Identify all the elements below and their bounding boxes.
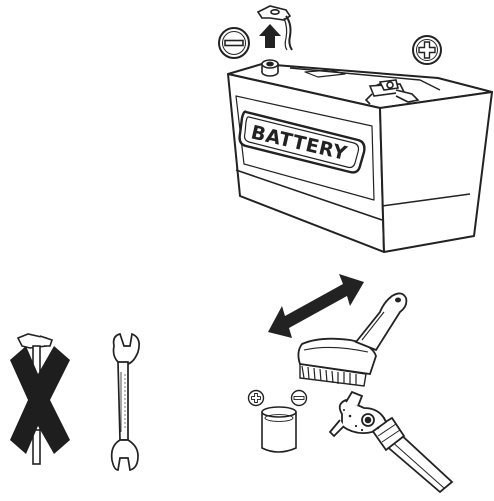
- double-arrow-icon: [268, 274, 364, 338]
- up-arrow-icon: [259, 24, 281, 48]
- cup-icon: [262, 407, 296, 452]
- positive-symbol: [413, 36, 441, 64]
- cup-negative-symbol: [292, 391, 307, 406]
- negative-post-icon: [262, 60, 278, 76]
- wrench-icon: [112, 334, 139, 470]
- negative-symbol: [219, 28, 249, 58]
- cable-terminal-icon: [330, 392, 452, 492]
- cup-positive-symbol: [249, 391, 264, 406]
- battery-icon: [228, 64, 492, 252]
